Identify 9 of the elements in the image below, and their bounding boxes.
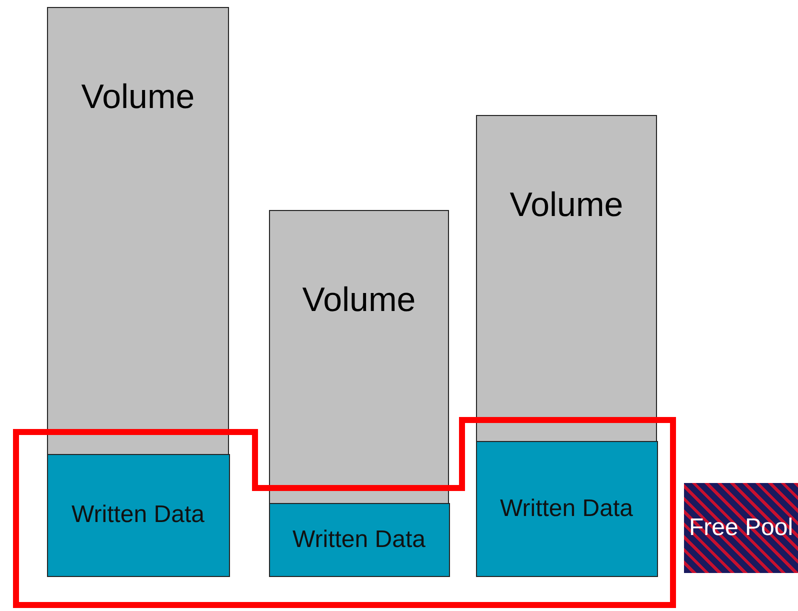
data-block: Written Data [46,454,230,576]
volume-label: Volume [80,78,196,117]
data-block: Written Data [268,502,450,576]
volume-label: Volume [301,281,417,320]
volume-bar [47,7,229,576]
volume-bar [269,210,449,576]
volume-bar [476,115,657,576]
data-block: Written Data [476,440,658,576]
volume-label: Volume [508,186,624,225]
